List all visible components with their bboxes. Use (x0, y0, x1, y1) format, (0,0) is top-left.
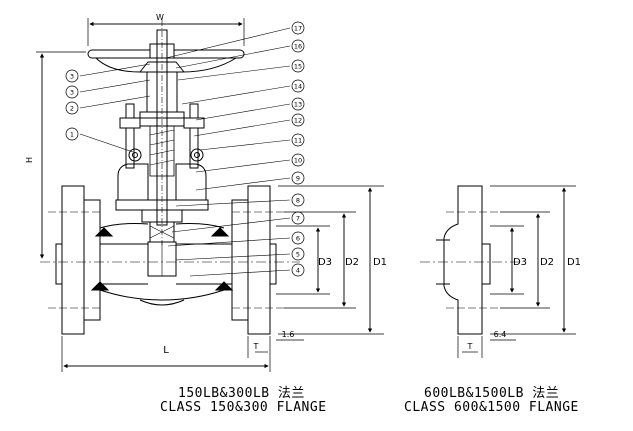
dim-d1-left: D1 (373, 257, 387, 268)
dim-h (36, 51, 86, 259)
callout-balloons (65, 21, 305, 277)
callout-1: 4 (296, 267, 300, 275)
flange-600-1500 (420, 185, 520, 335)
callout-7: 10 (294, 157, 302, 165)
dim-d3-left: D3 (318, 257, 332, 268)
callout-18: 1 (70, 131, 74, 139)
dim-d2-right: D2 (540, 257, 554, 268)
dim-h-label: H (25, 157, 34, 163)
callout-3b: 5 (296, 251, 300, 259)
dim-t-left (247, 336, 304, 358)
callout-9: 12 (294, 117, 302, 125)
dims-d-left (276, 185, 384, 335)
dim-raised-face-small: 1.6 (282, 330, 295, 339)
dim-l-label: L (163, 345, 169, 356)
dim-raised-face-large: 6.4 (494, 330, 507, 339)
dim-t-right-label: T (467, 342, 473, 351)
callout-11: 14 (294, 83, 302, 91)
callout-6: 9 (296, 175, 300, 183)
caption-left-line2: CLASS 150&300 FLANGE (160, 400, 327, 415)
left-flange (48, 185, 101, 335)
callout-4: 7 (296, 215, 300, 223)
callout-10: 13 (294, 101, 302, 109)
dims-d-right (490, 185, 576, 335)
right-flange (231, 185, 284, 335)
callout-17: 2 (70, 105, 74, 113)
dim-w (87, 18, 245, 46)
callout-14: 17 (294, 25, 302, 33)
yoke (119, 71, 205, 177)
callout-3a: 6 (296, 235, 300, 243)
callout-leaders (79, 27, 291, 277)
dim-d2-left: D2 (345, 257, 359, 268)
dim-d3-right: D3 (513, 257, 527, 268)
caption-right-line2: CLASS 600&1500 FLANGE (404, 400, 579, 415)
callout-5: 8 (296, 197, 300, 205)
callout-13: 16 (294, 43, 302, 51)
caption-right-line1: 600LB&1500LB 法兰 (424, 386, 560, 401)
dim-w-label: W (156, 13, 164, 22)
dim-l (61, 336, 271, 372)
callout-12: 15 (294, 63, 302, 71)
gate-valve-section (40, 20, 300, 335)
caption-left-line1: 150LB&300LB 法兰 (178, 386, 305, 401)
callout-15: 3 (70, 73, 74, 81)
callout-numbers: 17 16 15 14 13 12 11 10 9 8 7 6 5 4 3 3 … (70, 25, 302, 275)
dim-t-right (457, 336, 516, 358)
dim-d1-right: D1 (567, 257, 581, 268)
callout-8: 11 (294, 137, 302, 145)
dim-t-left-label: T (253, 342, 259, 351)
callout-16: 3 (70, 89, 74, 97)
